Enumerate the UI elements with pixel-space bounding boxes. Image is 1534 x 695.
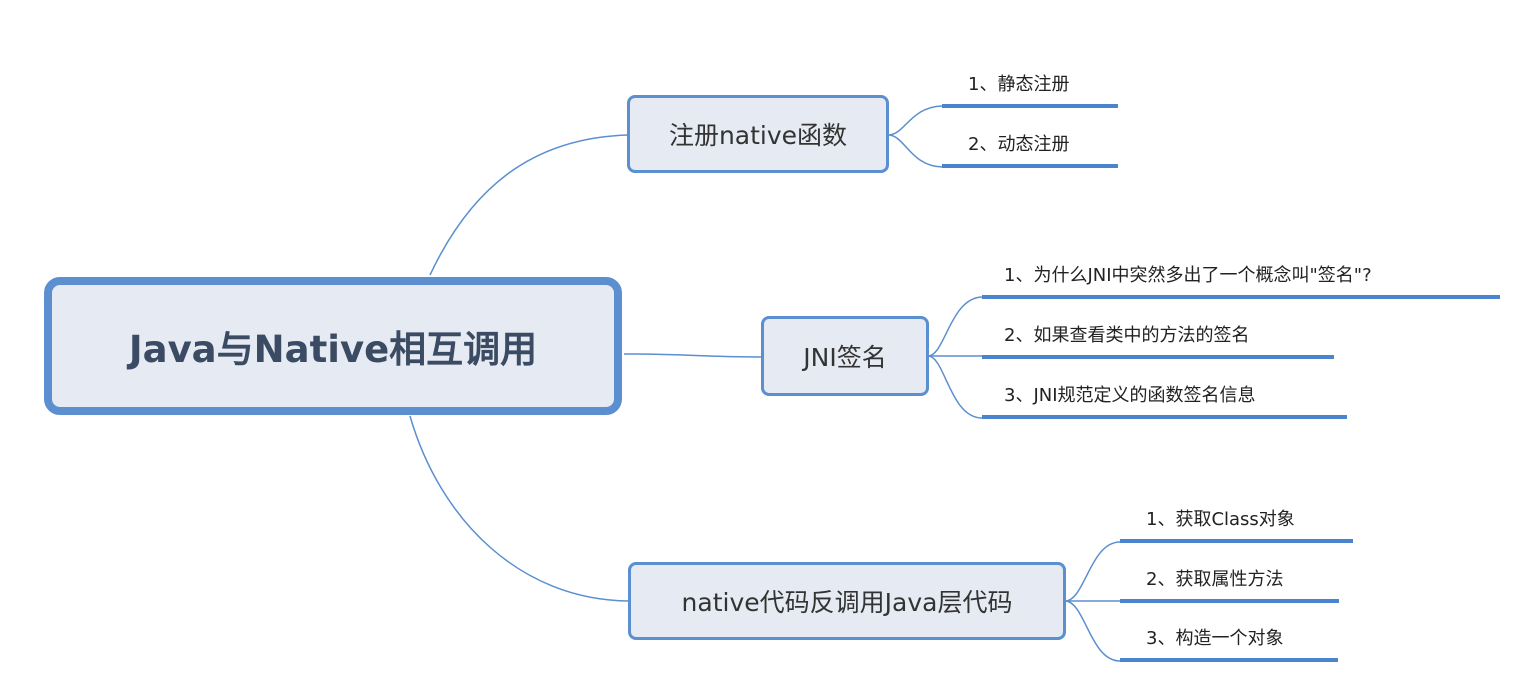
connector-root-to-jni-signature xyxy=(623,353,763,358)
leaf-view-method-signature[interactable]: 2、如果查看类中的方法的签名 xyxy=(982,325,1334,359)
connector-register-leaf-2 xyxy=(887,134,943,168)
leaf-construct-object[interactable]: 3、构造一个对象 xyxy=(1120,628,1338,662)
connector-jni-leaf-3 xyxy=(927,355,983,419)
connector-root-to-register xyxy=(429,134,629,276)
leaf-get-field-method[interactable]: 2、获取属性方法 xyxy=(1120,569,1339,603)
connector-root-to-callback xyxy=(409,415,630,602)
leaf-jni-spec-signature[interactable]: 3、JNI规范定义的函数签名信息 xyxy=(982,385,1347,419)
leaf-dynamic-register[interactable]: 2、动态注册 xyxy=(942,134,1118,168)
leaf-why-signature[interactable]: 1、为什么JNI中突然多出了一个概念叫"签名"? xyxy=(982,265,1500,299)
connector-register-leaf-1 xyxy=(887,105,943,136)
connector-callback-leaf-1 xyxy=(1064,541,1121,602)
leaf-get-class-object[interactable]: 1、获取Class对象 xyxy=(1120,509,1353,543)
branch-node-native-callback[interactable]: native代码反调用Java层代码 xyxy=(628,562,1066,640)
branch-node-register-native[interactable]: 注册native函数 xyxy=(627,95,889,173)
connector-callback-leaf-3 xyxy=(1064,600,1121,662)
connector-jni-leaf-1 xyxy=(927,296,983,357)
leaf-static-register[interactable]: 1、静态注册 xyxy=(942,74,1118,108)
branch-node-jni-signature[interactable]: JNI签名 xyxy=(761,316,929,396)
root-node[interactable]: Java与Native相互调用 xyxy=(44,277,622,415)
